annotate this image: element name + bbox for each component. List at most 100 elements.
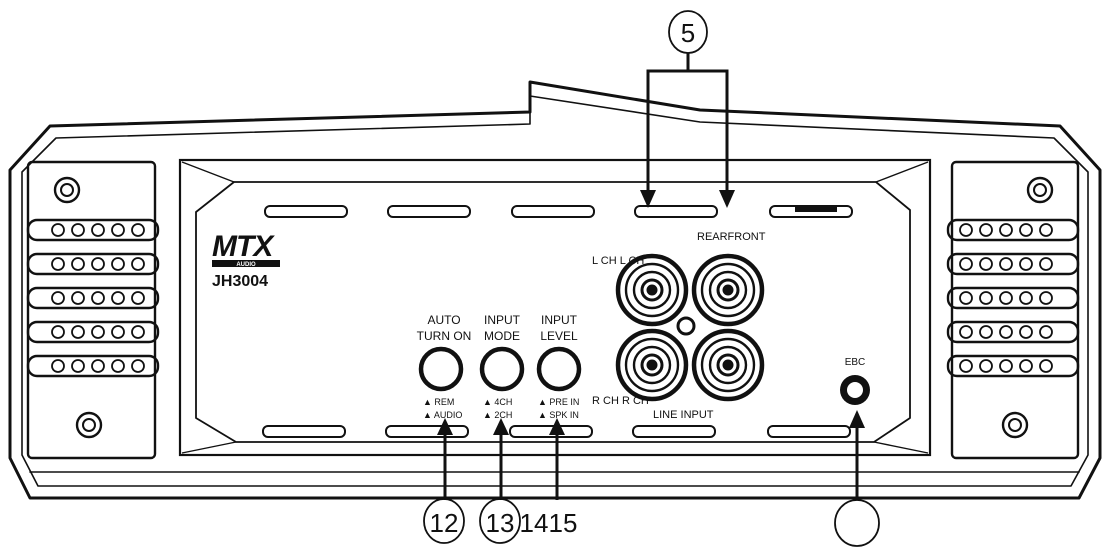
vent-slot-top xyxy=(387,205,471,218)
knob-input-level-dial[interactable] xyxy=(536,346,582,392)
vent-slot-bottom xyxy=(767,425,851,438)
rca-jack-ring xyxy=(632,345,672,385)
left-heatsink-fin-hole xyxy=(131,291,145,305)
rca-jack-pin[interactable] xyxy=(722,359,734,371)
right-heatsink-fin-hole xyxy=(999,223,1013,237)
callout-5-bracket xyxy=(646,69,729,195)
knob-auto-turn-on-label-2: TURN ON xyxy=(417,329,472,343)
knob-input-mode: INPUT MODE ▲ 4CH ▲ 2CH xyxy=(479,313,525,420)
left-heatsink-frame xyxy=(26,160,157,460)
callout-ebc-bubble xyxy=(834,499,880,547)
left-top-screw-outer xyxy=(53,176,81,204)
panel-corner-tl xyxy=(181,161,235,183)
knob-input-level-opt-1: ▲ PRE IN xyxy=(538,397,579,407)
left-heatsink-fin-hole xyxy=(71,291,85,305)
right-heatsink-fin-hole xyxy=(959,257,973,271)
left-heatsink-fin-hole xyxy=(51,257,65,271)
callout-14-number: 14 xyxy=(520,508,549,538)
right-heatsink-fin xyxy=(946,320,1080,344)
amplifier-housing xyxy=(8,80,1102,500)
knob-input-level-label-2: LEVEL xyxy=(540,329,578,343)
right-heatsink-fin-hole xyxy=(979,223,993,237)
left-heatsink-fin-hole xyxy=(71,223,85,237)
right-heatsink-fin-hole xyxy=(959,325,973,339)
callout-15-arrow xyxy=(549,418,565,435)
rca-jack-ring xyxy=(615,328,689,402)
rca-jack-ring xyxy=(624,262,680,318)
ebc-port: EBC xyxy=(840,357,870,405)
rca-jack-ring xyxy=(708,345,748,385)
right-bottom-screw-outer xyxy=(1001,411,1029,439)
panel-vent-slots xyxy=(262,205,853,438)
center-panel xyxy=(178,158,932,457)
right-heatsink-fin xyxy=(946,286,1080,310)
right-heatsink-fin-hole xyxy=(1039,325,1053,339)
callouts: 5 12 13 14 15 xyxy=(423,10,880,547)
right-heatsink-fin-hole xyxy=(1039,291,1053,305)
ebc-jack-inner xyxy=(847,382,863,398)
knob-auto-turn-on-opt-2: ▲ AUDIO xyxy=(423,410,462,420)
rca-jack-ring xyxy=(691,328,765,402)
left-heatsink-fin xyxy=(26,218,160,242)
panel-corner-br xyxy=(873,441,929,454)
left-heatsink-fin-hole xyxy=(51,223,65,237)
right-heatsink-fin-hole xyxy=(1019,325,1033,339)
rca-jack-pin[interactable] xyxy=(646,284,658,296)
left-heatsink-fin-hole xyxy=(91,325,105,339)
housing-outer-outline xyxy=(8,80,1102,500)
brand-model: JH3004 xyxy=(212,273,268,290)
rca-jack-ring xyxy=(640,278,664,302)
right-heatsink-fin-hole xyxy=(1039,257,1053,271)
knob-input-mode-opt-2: ▲ 2CH xyxy=(483,410,512,420)
right-heatsink-fin-hole xyxy=(979,325,993,339)
knob-auto-turn-on-opt-1: ▲ REM xyxy=(423,397,454,407)
left-heatsink-fin-hole xyxy=(51,325,65,339)
left-heatsink xyxy=(26,160,160,460)
right-top-screw-outer xyxy=(1026,176,1054,204)
knob-input-mode-dial[interactable] xyxy=(479,346,525,392)
left-heatsink-fin-hole xyxy=(111,325,125,339)
left-heatsink-fin-hole xyxy=(71,257,85,271)
brand-block: MTX AUDIO JH3004 xyxy=(212,230,280,290)
rca-jack-pin[interactable] xyxy=(646,359,658,371)
left-heatsink-fin-hole xyxy=(91,291,105,305)
left-heatsink-fin-hole xyxy=(111,291,125,305)
vent-slot-bottom xyxy=(509,425,593,438)
knob-input-mode-label-1: INPUT xyxy=(484,313,521,327)
knob-auto-turn-on: AUTO TURN ON ▲ REM ▲ AUDIO xyxy=(417,313,472,420)
left-heatsink-fin-hole xyxy=(91,359,105,373)
callout-13-number: 13 xyxy=(486,508,515,538)
brand-logo: MTX xyxy=(212,230,275,263)
right-heatsink-fin-hole xyxy=(959,291,973,305)
rca-jack-ring xyxy=(716,278,740,302)
rca-jack-ring xyxy=(708,270,748,310)
right-heatsink-fin-hole xyxy=(959,359,973,373)
callout-12-bubble xyxy=(423,498,465,544)
left-heatsink-fin-hole xyxy=(111,257,125,271)
vent-slot-bottom xyxy=(385,425,469,438)
right-heatsink-fin-hole xyxy=(1019,257,1033,271)
center-panel-frame xyxy=(178,158,932,457)
right-heatsink-fin-hole xyxy=(1019,291,1033,305)
left-top-screw-inner xyxy=(60,183,74,197)
knob-input-level-opt-2: ▲ SPK IN xyxy=(538,410,579,420)
left-heatsink-fin-hole xyxy=(111,359,125,373)
left-bottom-screw-inner xyxy=(82,418,96,432)
right-heatsink-fin-hole xyxy=(999,257,1013,271)
rca-jack-ring xyxy=(632,270,672,310)
left-heatsink-fin xyxy=(26,286,160,310)
callout-13-bubble xyxy=(479,498,521,544)
housing-inner-outline xyxy=(21,95,1089,487)
knob-auto-turn-on-dial[interactable] xyxy=(418,346,464,392)
rca-jack-ring xyxy=(700,262,756,318)
left-heatsink-fin-hole xyxy=(91,257,105,271)
left-heatsink-fin-hole xyxy=(131,257,145,271)
callout-12-number: 12 xyxy=(430,508,459,538)
ebc-label: EBC xyxy=(845,357,866,368)
left-heatsink-fins xyxy=(26,218,160,378)
rca-jack-pin[interactable] xyxy=(722,284,734,296)
right-heatsink-fin-hole xyxy=(979,257,993,271)
rca-bottom-label: R CH R CH xyxy=(592,395,649,407)
left-heatsink-fin xyxy=(26,320,160,344)
